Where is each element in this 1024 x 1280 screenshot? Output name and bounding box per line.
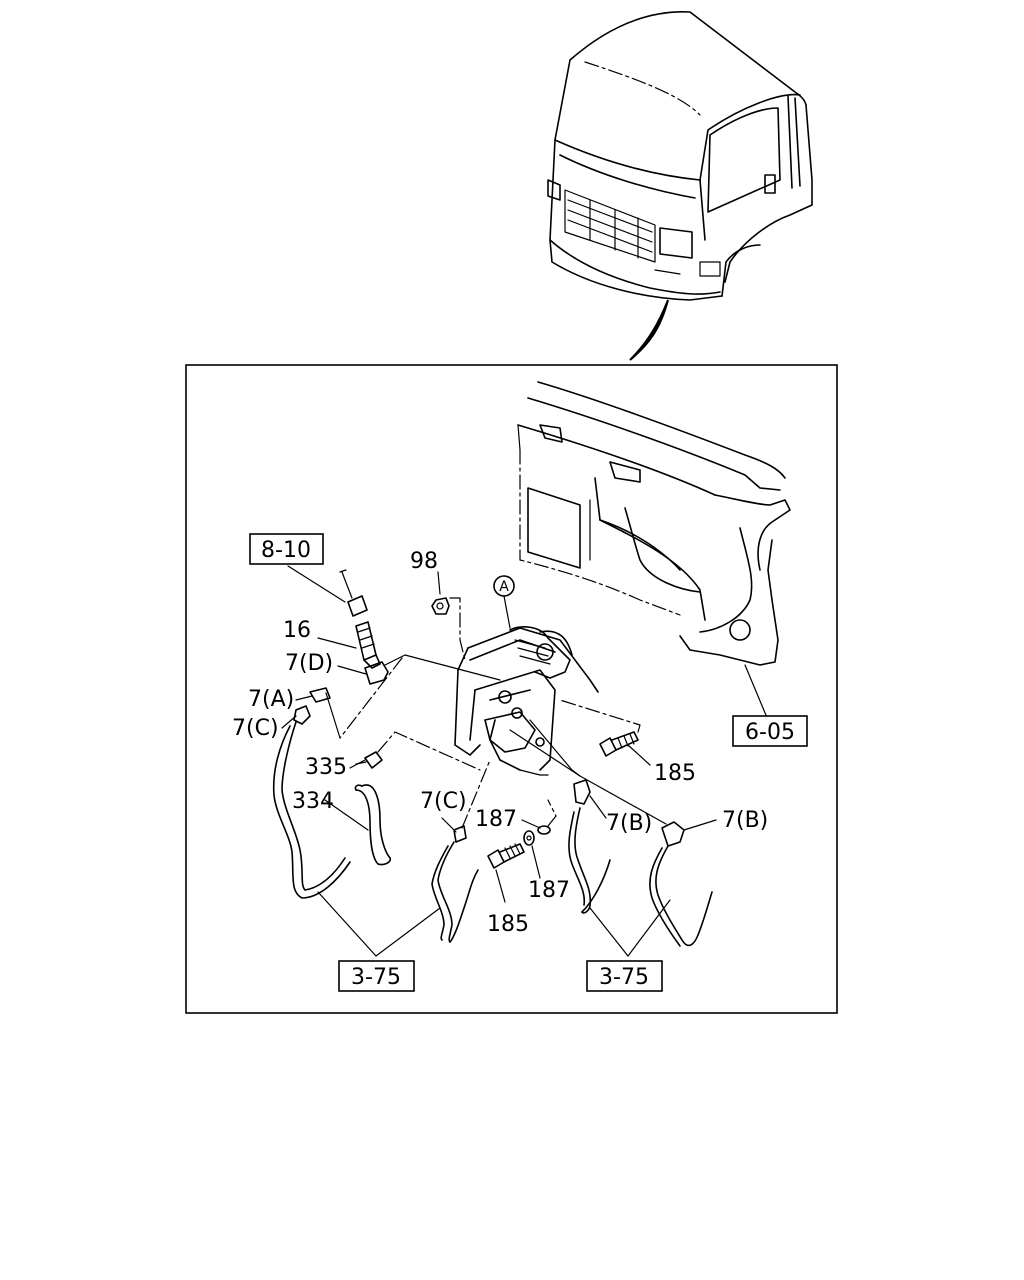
callout-7c-left: 7(C) [232,716,279,741]
callout-7c-mid: 7(C) [420,789,467,814]
callout-16: 16 [283,618,311,643]
leader-335 [349,759,366,769]
callout-98: 98 [410,549,438,574]
leader-3-75-left-a [317,891,377,957]
reference-3-75-left: 3-75 [338,960,415,992]
callout-187-bottom: 187 [528,878,570,903]
part-7d-fitting [337,654,501,739]
part-185-bolt-lower [487,843,525,903]
reference-6-05: 6-05 [732,715,808,747]
part-185-bolt-right [559,699,651,766]
detail-a-label: A [499,579,509,595]
pointer-arrow [629,299,669,361]
callout-185-bottom: 185 [487,912,529,937]
reference-3-75-right: 3-75 [586,960,663,992]
truck-cab-illustration [547,11,813,361]
callout-335: 335 [305,755,347,780]
front-panel-structure [517,381,791,721]
part-98-nut [431,571,466,661]
part-7b-right-fitting [509,729,717,947]
part-7c-mid-fitting [431,759,491,943]
part-16-switch [287,565,381,669]
callout-7b-right: 7(B) [722,808,768,833]
reference-6-05-label: 6-05 [745,720,795,745]
leader-3-75-right-b [627,899,671,957]
detail-frame [185,364,838,1014]
part-7c-left-fitting [272,705,351,899]
callout-334: 334 [292,789,334,814]
leader-3-75-right-a [589,907,629,957]
callout-185-right: 185 [654,761,696,786]
callout-7a: 7(A) [248,687,294,712]
callout-187-top: 187 [475,807,517,832]
part-334-hose [324,784,392,866]
lock-bracket-assembly: A [454,575,599,776]
part-7a-fitting [295,687,341,739]
part-187-washers [521,799,557,879]
callout-7b-mid: 7(B) [606,811,652,836]
callout-7d: 7(D) [285,651,333,676]
leader-3-75-left-b [375,907,441,957]
reference-8-10-label: 8-10 [261,538,311,563]
reference-3-75-right-label: 3-75 [599,965,649,990]
reference-8-10: 8-10 [249,533,324,565]
part-335-clip [355,731,481,771]
reference-3-75-left-label: 3-75 [351,965,401,990]
